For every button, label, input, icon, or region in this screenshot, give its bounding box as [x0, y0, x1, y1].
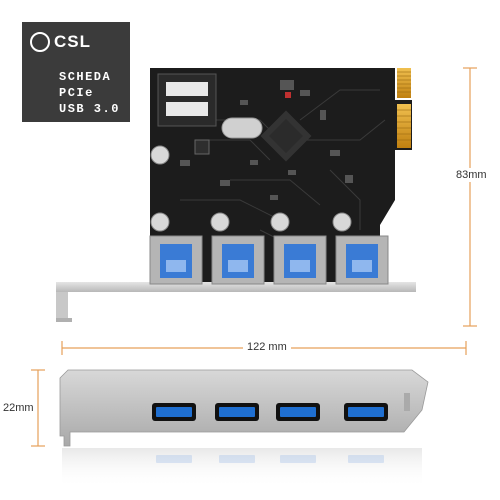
capacitors [150, 145, 352, 232]
power-connector [157, 73, 217, 127]
badge-line-2: PCIe [59, 86, 94, 100]
usb-ports-front [152, 403, 388, 421]
top-bracket [56, 282, 416, 322]
badge-line-1: SCHEDA [59, 70, 112, 84]
length-dimension-label: 122 mm [243, 341, 291, 353]
brand-badge: CSL SCHEDA PCIe USB 3.0 [22, 22, 130, 122]
smd-components [180, 80, 353, 200]
bracket-height-dimension-label: 22mm [2, 402, 35, 414]
crystal-oscillator [221, 117, 263, 139]
logo-circle-icon [30, 32, 50, 52]
brand-logo-text: CSL [54, 32, 91, 51]
usb-ports-top [149, 235, 389, 285]
pcie-gold-contacts [397, 68, 411, 148]
bracket-reflection [62, 448, 422, 488]
badge-line-3: USB 3.0 [59, 102, 120, 116]
height-dimension-label: 83mm [456, 168, 487, 182]
